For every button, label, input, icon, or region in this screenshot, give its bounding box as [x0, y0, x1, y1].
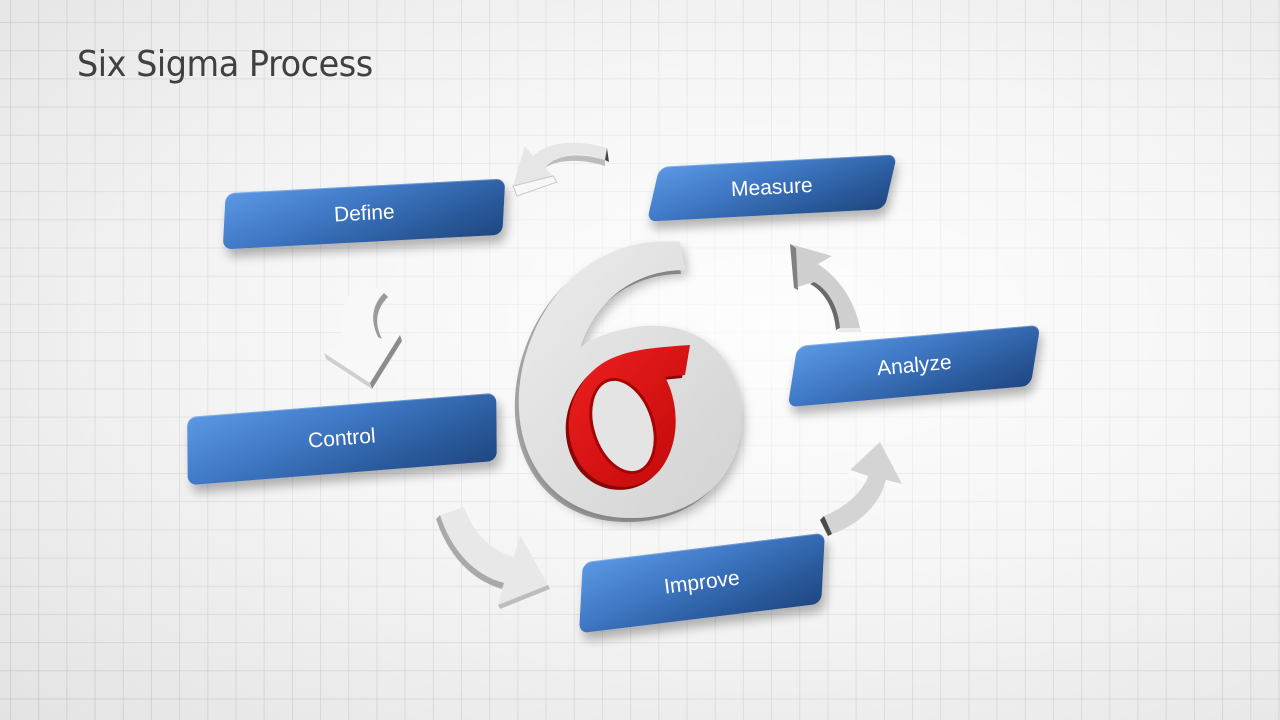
step-measure-label: Measure — [730, 173, 814, 202]
six-sigma-emblem — [495, 230, 765, 530]
arrow-control-to-improve-icon — [436, 505, 556, 615]
six-sigma-icon — [514, 241, 742, 523]
step-control-label: Control — [307, 424, 377, 453]
step-measure[interactable]: Measure — [646, 154, 898, 222]
arrow-analyze-to-measure-icon — [786, 242, 866, 339]
step-define-label: Define — [333, 200, 395, 227]
step-improve-label: Improve — [662, 566, 741, 599]
step-analyze-label: Analyze — [875, 350, 953, 381]
step-control[interactable]: Control — [187, 392, 497, 486]
arrow-improve-to-analyze-icon — [818, 436, 908, 541]
slide-title: Six Sigma Process — [77, 44, 373, 85]
arrow-measure-to-define-icon — [505, 140, 615, 210]
step-improve[interactable]: Improve — [579, 532, 825, 634]
step-define[interactable]: Define — [222, 178, 506, 250]
arrow-define-to-control-icon — [322, 275, 404, 395]
